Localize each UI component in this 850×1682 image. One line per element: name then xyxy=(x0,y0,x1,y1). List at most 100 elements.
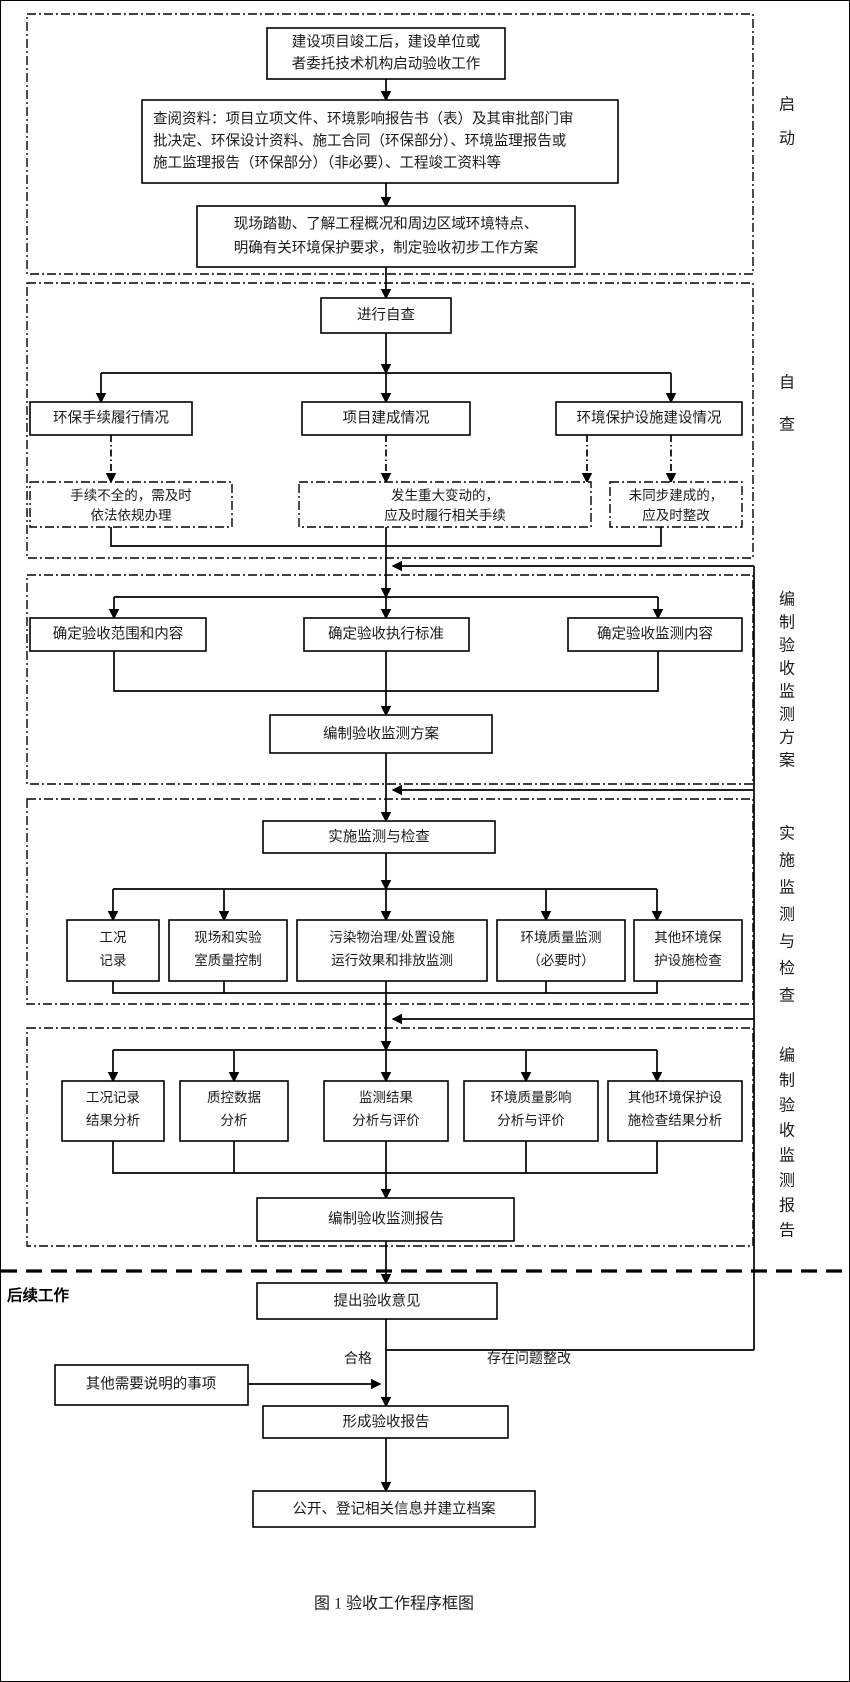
node-major-change-advice[interactable]: 发生重大变动的， 应及时履行相关手续 xyxy=(298,481,592,528)
node-text-line: 确定验收执行标准 xyxy=(328,625,444,642)
zone-frame-monitor xyxy=(26,798,754,1005)
node-define-standards[interactable]: 确定验收执行标准 xyxy=(303,617,470,652)
zone-label-plan: 编 制 验 收 监 测 方 案 xyxy=(779,591,795,770)
node-operating-record-analysis[interactable]: 工况记录 结果分析 xyxy=(61,1080,165,1142)
node-text-line: 应及时履行相关手续 xyxy=(384,507,506,523)
edge-monitor-collector xyxy=(112,981,658,994)
node-text-line: 监测结果 xyxy=(359,1090,413,1105)
node-text-line: 建设项目竣工后，建设单位或 xyxy=(292,33,481,50)
node-text-line: 其他需要说明的事项 xyxy=(86,1375,217,1392)
node-text-line: 提出验收意见 xyxy=(334,1291,421,1309)
node-acceptance-opinion[interactable]: 提出验收意见 xyxy=(256,1282,498,1320)
zone-label-char: 制 xyxy=(779,614,795,632)
zone-label-char: 与 xyxy=(779,933,795,951)
node-text-line: 进行自查 xyxy=(357,306,415,323)
edge-report-collector xyxy=(112,1141,658,1174)
node-text-line: 查阅资料：项目立项文件、环境影响报告书（表）及其审批部门审 xyxy=(153,109,574,127)
node-text-line: 依法依规办理 xyxy=(91,508,172,523)
zone-label-char: 监 xyxy=(779,1147,795,1165)
node-other-matters[interactable]: 其他需要说明的事项 xyxy=(54,1364,249,1406)
node-other-facility-result-analysis[interactable]: 其他环境保护设 施检查结果分析 xyxy=(607,1080,743,1142)
zone-label-char: 报 xyxy=(779,1197,795,1215)
node-text-line: 运行效果和排放监测 xyxy=(331,953,453,968)
node-environmental-quality-monitoring[interactable]: 环境质量监测 （必要时） xyxy=(496,919,626,982)
node-pollutant-treatment-monitoring[interactable]: 污染物治理/处置设施 运行效果和排放监测 xyxy=(296,919,488,982)
node-project-completion[interactable]: 项目建成情况 xyxy=(301,401,471,436)
node-implement-monitoring[interactable]: 实施监测与检查 xyxy=(262,820,496,854)
node-operating-conditions-record[interactable]: 工况 记录 xyxy=(66,919,160,982)
node-other-ep-facility-check[interactable]: 其他环境保 护设施检查 xyxy=(633,919,743,982)
node-text-line: 未同步建成的， xyxy=(629,488,724,503)
node-text-line: 污染物治理/处置设施 xyxy=(329,930,455,945)
zone-label-char: 自 xyxy=(779,374,795,392)
node-text-line: 现场和实验 xyxy=(194,930,262,945)
node-text-line: 记录 xyxy=(100,953,127,968)
node-ep-facilities[interactable]: 环境保护设施建设情况 xyxy=(555,401,743,436)
node-text-line: 实施监测与检查 xyxy=(328,828,430,845)
node-form-acceptance-report[interactable]: 形成验收报告 xyxy=(262,1405,509,1439)
zone-label-char: 制 xyxy=(779,1072,795,1090)
node-text-line: 环境质量监测 xyxy=(521,930,602,945)
node-review-documents[interactable]: 查阅资料：项目立项文件、环境影响报告书（表）及其审批部门审 批决定、环保设计资料… xyxy=(141,99,619,184)
zone-label-monitor: 实 施 监 测 与 检 查 xyxy=(779,825,795,1005)
zone-label-char: 监 xyxy=(779,879,795,897)
node-text-line: 公开、登记相关信息并建立档案 xyxy=(293,1499,496,1517)
zone-label-start: 启 动 xyxy=(779,96,795,148)
node-text-line: 环境质量影响 xyxy=(491,1090,572,1105)
node-incomplete-procedures-advice[interactable]: 手续不全的，需及时 依法依规办理 xyxy=(29,481,233,528)
node-text-line: 其他环境保护设 xyxy=(628,1090,723,1105)
zone-label-char: 检 xyxy=(779,960,795,978)
node-ep-procedures[interactable]: 环保手续履行情况 xyxy=(29,401,193,436)
node-environmental-impact-analysis[interactable]: 环境质量影响 分析与评价 xyxy=(463,1080,599,1142)
node-text-line: 分析 xyxy=(221,1113,248,1128)
zone-label-char: 测 xyxy=(779,1172,795,1190)
node-text-line: 施检查结果分析 xyxy=(628,1113,723,1128)
stage-label-followup: 后续工作 xyxy=(7,1286,70,1305)
node-define-monitoring-content[interactable]: 确定验收监测内容 xyxy=(567,617,743,652)
node-text-line: 分析与评价 xyxy=(352,1113,420,1128)
edge-label-pass: 合格 xyxy=(344,1351,372,1367)
node-text-line: 应及时整改 xyxy=(642,507,710,523)
node-text-line: 批决定、环保设计资料、施工合同（环保部分）、环境监理报告或 xyxy=(153,131,566,149)
node-text-line: 工况记录 xyxy=(86,1090,140,1105)
node-text-line: 形成验收报告 xyxy=(343,1413,430,1430)
node-text-line: 其他环境保 xyxy=(654,930,722,945)
node-qc-data-analysis[interactable]: 质控数据 分析 xyxy=(179,1080,289,1142)
zone-frame-start xyxy=(26,13,754,275)
zone-frame-self-check xyxy=(26,282,754,559)
node-field-lab-qc[interactable]: 现场和实验 室质量控制 xyxy=(168,919,288,982)
figure-caption: 图 1 验收工作程序框图 xyxy=(314,1595,474,1613)
node-start-acceptance[interactable]: 建设项目竣工后，建设单位或 者委托技术机构启动验收工作 xyxy=(266,27,506,80)
node-text-line: 护设施检查 xyxy=(654,953,722,968)
node-text-line: 项目建成情况 xyxy=(343,409,430,426)
node-self-check[interactable]: 进行自查 xyxy=(320,297,452,334)
node-text-line: 编制验收监测方案 xyxy=(323,724,439,742)
node-monitoring-result-analysis[interactable]: 监测结果 分析与评价 xyxy=(323,1080,449,1142)
node-prepare-plan[interactable]: 编制验收监测方案 xyxy=(269,714,493,754)
zone-frame-report xyxy=(26,1027,754,1247)
zone-label-char: 方 xyxy=(779,729,795,747)
zone-frame-plan xyxy=(26,574,754,785)
edge-label-rectify: 存在问题整改 xyxy=(487,1351,571,1367)
node-prepare-report[interactable]: 编制验收监测报告 xyxy=(256,1197,515,1242)
zone-label-char: 验 xyxy=(779,1097,795,1115)
zone-label-char: 告 xyxy=(779,1222,795,1240)
node-site-survey[interactable]: 现场踏勘、了解工程概况和周边区域环境特点、 明确有关环境保护要求，制定验收初步工… xyxy=(196,205,576,268)
zone-label-char: 查 xyxy=(779,416,795,434)
node-text-line: 编制验收监测报告 xyxy=(328,1210,444,1227)
zone-label-char: 施 xyxy=(779,852,795,870)
zone-label-char: 监 xyxy=(779,683,795,701)
node-publish-register-archive[interactable]: 公开、登记相关信息并建立档案 xyxy=(252,1490,536,1528)
node-define-scope[interactable]: 确定验收范围和内容 xyxy=(29,617,207,652)
zone-label-char: 编 xyxy=(779,591,795,609)
node-text-line: 质控数据 xyxy=(207,1090,261,1105)
node-text-line: 工况 xyxy=(100,930,127,945)
node-text-line: 者委托技术机构启动验收工作 xyxy=(292,55,481,72)
node-text-line: 现场踏勘、了解工程概况和周边区域环境特点、 xyxy=(234,214,539,232)
zone-label-char: 测 xyxy=(779,906,795,924)
node-not-synchronized-advice[interactable]: 未同步建成的， 应及时整改 xyxy=(609,481,743,528)
zone-label-char: 实 xyxy=(779,825,795,843)
zone-label-report: 编 制 验 收 监 测 报 告 xyxy=(779,1047,795,1240)
